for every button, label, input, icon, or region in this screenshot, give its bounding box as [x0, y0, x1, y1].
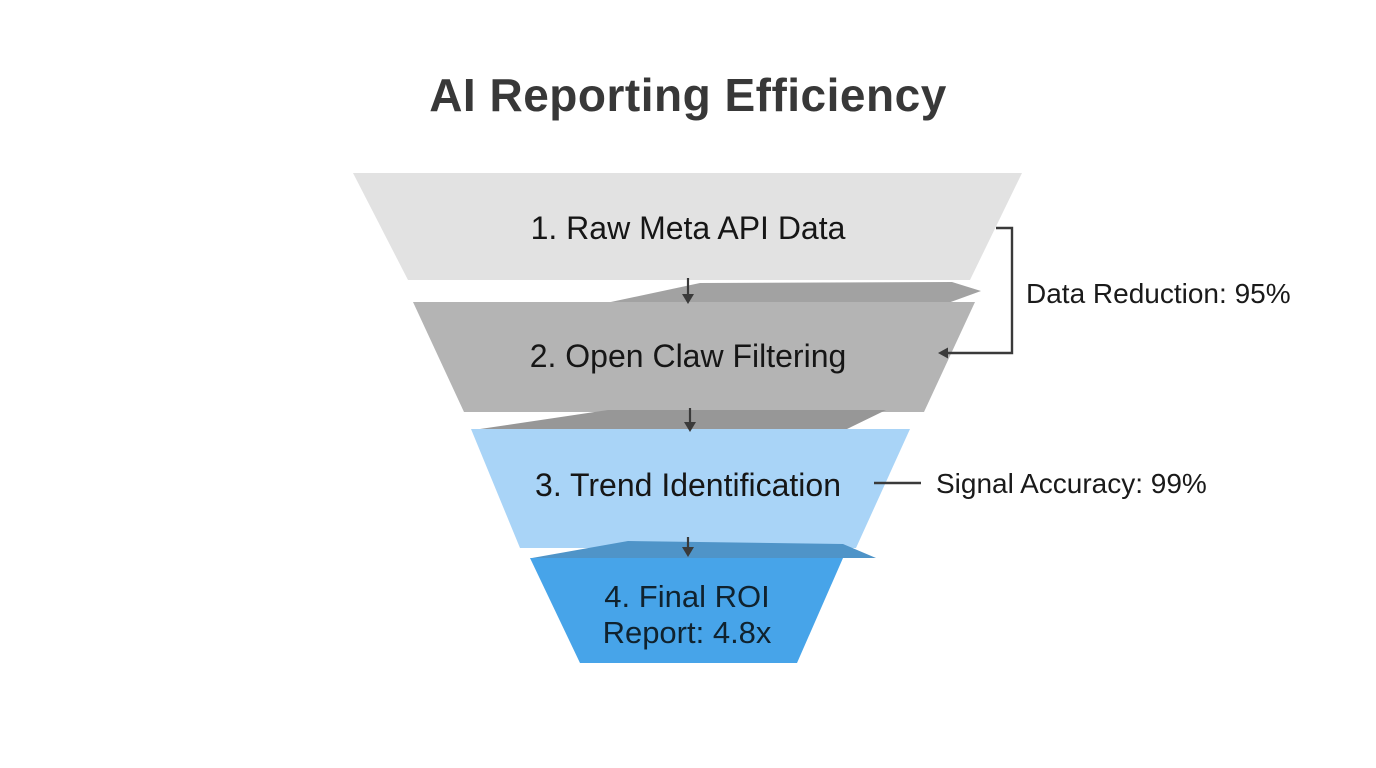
data-reduction-bracket: [938, 226, 1014, 359]
funnel-level-2-label: 2. Open Claw Filtering: [530, 338, 847, 374]
down-arrow-1-icon: [682, 278, 694, 304]
funnel-level-4-shape: [530, 558, 843, 663]
left-arrow-head-icon: [938, 347, 948, 359]
down-arrow-2-icon: [684, 408, 696, 432]
signal-accuracy-annotation: Signal Accuracy: 99%: [936, 468, 1207, 499]
down-arrow-2-head: [684, 422, 696, 432]
funnel-level-2-shape: [413, 302, 975, 412]
funnel-band-2-3-shape: [480, 410, 886, 429]
diagram-title: AI Reporting Efficiency: [429, 69, 947, 121]
funnel-level-4-label-line2: Report: 4.8x: [603, 615, 772, 650]
funnel-level-3-shape: [471, 429, 910, 548]
funnel-level-4-label-line1: 4. Final ROI: [604, 579, 769, 614]
funnel-level-1-shape: [353, 173, 1022, 280]
down-arrow-3-head: [682, 547, 694, 557]
down-arrow-3-icon: [682, 537, 694, 557]
funnel-level-3-label: 3. Trend Identification: [535, 467, 841, 503]
data-reduction-annotation: Data Reduction: 95%: [1026, 278, 1291, 309]
funnel-band-1-2-shape: [606, 282, 981, 303]
down-arrow-1-head: [682, 294, 694, 304]
funnel-level-1-label: 1. Raw Meta API Data: [531, 210, 846, 246]
funnel-band-3-4-shape: [532, 541, 876, 558]
data-reduction-bracket-line: [947, 226, 1014, 355]
